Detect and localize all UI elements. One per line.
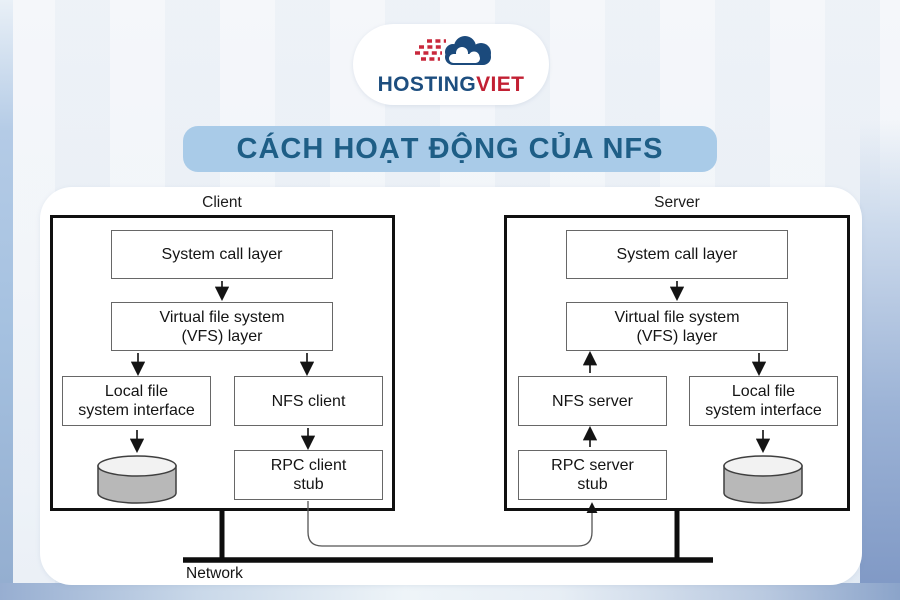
nfs-server-box: NFS server	[518, 376, 667, 426]
server-section-label: Server	[654, 194, 700, 211]
page-title: CÁCH HOẠT ĐỘNG CỦA NFS	[236, 132, 664, 165]
client-vfs-layer-box: Virtual file system (VFS) layer	[111, 302, 333, 351]
logo-viet-text: VIET	[476, 72, 525, 96]
client-outer-box	[50, 215, 395, 511]
rpc-server-stub-box: RPC server stub	[518, 450, 667, 500]
server-local-file-system-interface-box: Local file system interface	[689, 376, 838, 426]
server-vfs-layer-box: Virtual file system (VFS) layer	[566, 302, 788, 351]
client-local-file-system-interface-box: Local file system interface	[62, 376, 211, 426]
cloud-icon	[415, 35, 491, 65]
speed-lines-icon	[415, 38, 446, 61]
title-banner: CÁCH HOẠT ĐỘNG CỦA NFS	[183, 126, 717, 172]
nfs-client-box: NFS client	[234, 376, 383, 426]
logo-hosting-text: HOSTING	[377, 72, 477, 96]
server-system-call-layer-box: System call layer	[566, 230, 788, 279]
client-system-call-layer-box: System call layer	[111, 230, 333, 279]
rpc-client-stub-box: RPC client stub	[234, 450, 383, 500]
client-section-label: Client	[202, 194, 242, 211]
background-left-blue-strip	[0, 0, 13, 600]
logo-wordmark: HOSTINGVIET	[377, 72, 525, 96]
background-right-blue-column	[860, 120, 900, 600]
network-label: Network	[186, 565, 243, 582]
hostingviet-logo: HOSTINGVIET	[353, 24, 549, 105]
server-outer-box	[504, 215, 850, 511]
background-bottom-blue-band	[0, 583, 900, 600]
